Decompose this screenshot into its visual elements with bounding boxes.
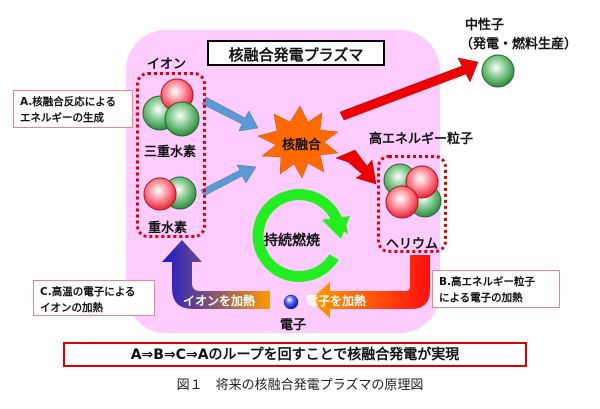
arrow-tritium-to-fusion	[201, 96, 259, 132]
arrow-electron-to-ion	[162, 240, 270, 309]
fusion-label: 核融合	[282, 138, 322, 153]
sustained-burn-label: 持続燃焼	[264, 233, 320, 249]
note-c-line1: C.高温の電子による	[40, 286, 136, 298]
arrow-helium-to-electron	[310, 255, 430, 318]
note-a: A.核融合反応による エネルギーの生成	[13, 90, 133, 128]
heat-ions-label: イオンを加熱	[183, 294, 256, 308]
neutron-sublabel: （発電・燃料生産）	[460, 37, 578, 52]
helium-nucleus	[383, 163, 442, 219]
arrow-deuterium-to-fusion	[200, 164, 257, 197]
electron-particle	[283, 294, 299, 310]
note-c: C.高温の電子による イオンの加熱	[33, 280, 155, 316]
note-b-line2: による電子の加熱	[439, 292, 523, 304]
helium-group-box	[377, 155, 447, 253]
ion-group-box	[136, 72, 206, 238]
note-c-line2: イオンの加熱	[40, 302, 103, 314]
note-b: B.高エネルギー粒子 による電子の加熱	[432, 270, 560, 308]
deuterium-label: 重水素	[148, 221, 188, 236]
deuterium-nucleus	[143, 176, 197, 211]
arrow-fusion-to-helium	[335, 149, 377, 185]
summary-box: A⇒B⇒C⇒Aのループを回すことで核融合発電が実現	[63, 342, 527, 367]
high-energy-particle-label: 高エネルギー粒子	[369, 132, 474, 147]
note-a-line1: A.核融合反応による	[20, 96, 116, 108]
heat-electrons-label: 電子を加熱	[306, 294, 367, 308]
neutron-label: 中性子	[465, 18, 505, 33]
electron-label: 電子	[280, 318, 307, 333]
arrow-fusion-to-neutron	[339, 57, 479, 121]
helium-label: ヘリウム	[386, 237, 439, 252]
tritium-label: 三重水素	[144, 145, 197, 160]
ion-label: イオン	[147, 57, 187, 72]
plasma-title: 核融合発電プラズマ	[207, 40, 385, 66]
note-a-line2: エネルギーの生成	[20, 112, 104, 124]
tritium-nucleus	[142, 78, 200, 137]
fusion-starburst	[257, 105, 339, 179]
sustained-burn-cycle	[252, 189, 350, 283]
note-b-line1: B.高エネルギー粒子	[439, 276, 535, 288]
neutron-particle	[481, 54, 515, 88]
figure-caption: 図１ 将来の核融合発電プラズマの原理図	[176, 378, 424, 393]
